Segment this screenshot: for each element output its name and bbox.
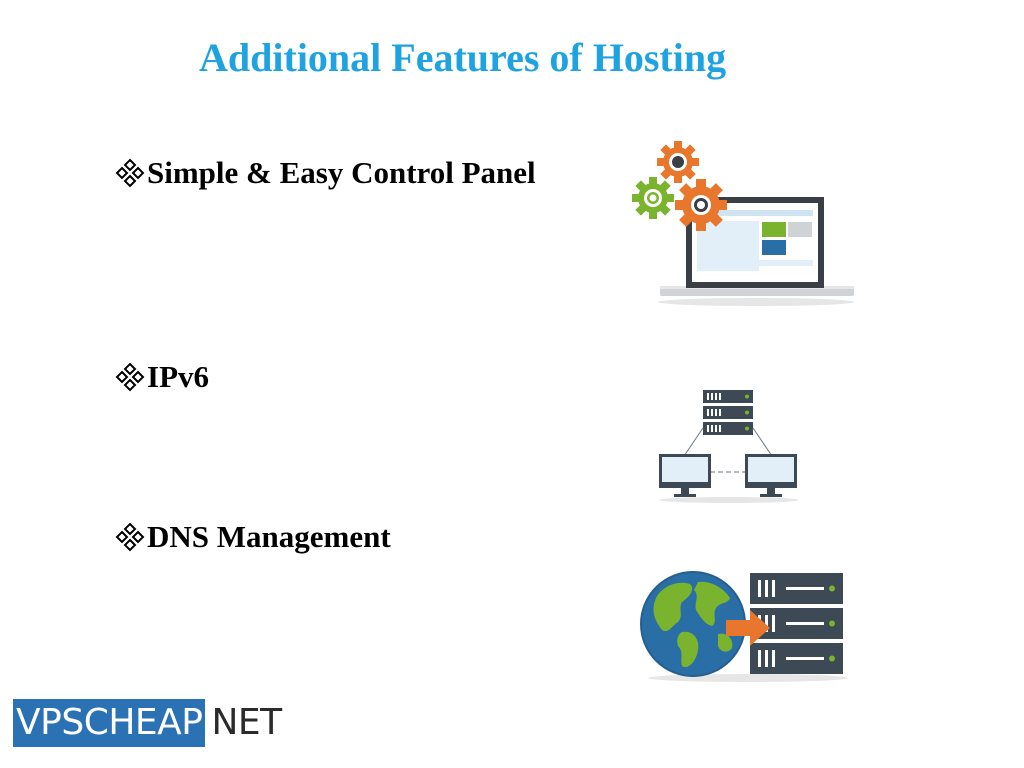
four-diamond-bullet-icon <box>115 158 145 188</box>
slide-title: Additional Features of Hosting <box>199 35 727 80</box>
four-diamond-bullet-icon <box>115 362 145 392</box>
logo-suffix-text: NET <box>211 702 282 743</box>
feature-label: Simple & Easy Control Panel <box>147 155 536 190</box>
feature-label: DNS Management <box>147 519 391 554</box>
feature-item-ipv6: IPv6 <box>115 359 209 395</box>
four-diamond-bullet-icon <box>115 522 145 552</box>
feature-item-control-panel: Simple & Easy Control Panel <box>115 155 536 191</box>
feature-item-dns-management: DNS Management <box>115 519 391 555</box>
vpscheap-logo: VPSCHEAP NET <box>13 699 282 747</box>
globe-server-icon <box>640 571 848 682</box>
network-servers-icon <box>659 390 799 503</box>
feature-label: IPv6 <box>147 359 209 394</box>
logo-box-text: VPSCHEAP <box>13 699 206 747</box>
control-panel-gears-icon <box>632 141 854 306</box>
